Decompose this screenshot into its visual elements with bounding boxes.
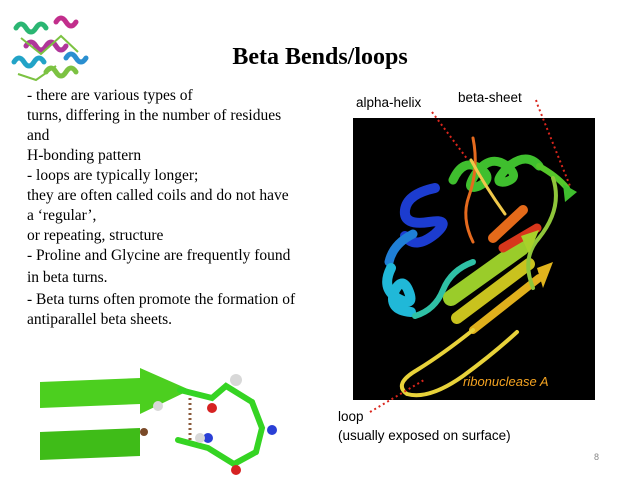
- body-line: turns, differing in the number of residu…: [27, 107, 282, 124]
- ribonuclease-ribbon-image: ribonuclease A: [353, 118, 595, 400]
- body-line: they are often called coils and do not h…: [27, 187, 289, 204]
- beta-turn-model-image: [40, 368, 277, 475]
- body-line: H-bonding pattern: [27, 147, 142, 164]
- beta-sheet-label: beta-sheet: [458, 90, 522, 105]
- body-line: - Beta turns often promote the formation…: [27, 291, 296, 308]
- body-line: and: [27, 127, 50, 144]
- alpha-helix-label: alpha-helix: [356, 95, 422, 110]
- body-line: - there are various types of: [27, 87, 193, 104]
- protein-logo-image: [11, 15, 89, 82]
- body-line: or repeating, structure: [27, 227, 164, 244]
- protein-caption: ribonuclease A: [463, 374, 549, 389]
- body-line: - Proline and Glycine are frequently fou…: [27, 247, 291, 264]
- body-line: - loops are typically longer;: [27, 167, 199, 184]
- body-line: antiparallel beta sheets.: [27, 311, 173, 328]
- ribbon-drawing: [382, 136, 577, 398]
- loop-note: (usually exposed on surface): [338, 428, 511, 443]
- body-text: - there are various types of turns, diff…: [27, 86, 347, 330]
- body-line: in beta turns.: [27, 269, 108, 286]
- loop-label: loop: [338, 409, 364, 424]
- body-line: a ‘regular’,: [27, 207, 97, 224]
- slide-title: Beta Bends/loops: [232, 44, 408, 70]
- page-number: 8: [594, 452, 600, 462]
